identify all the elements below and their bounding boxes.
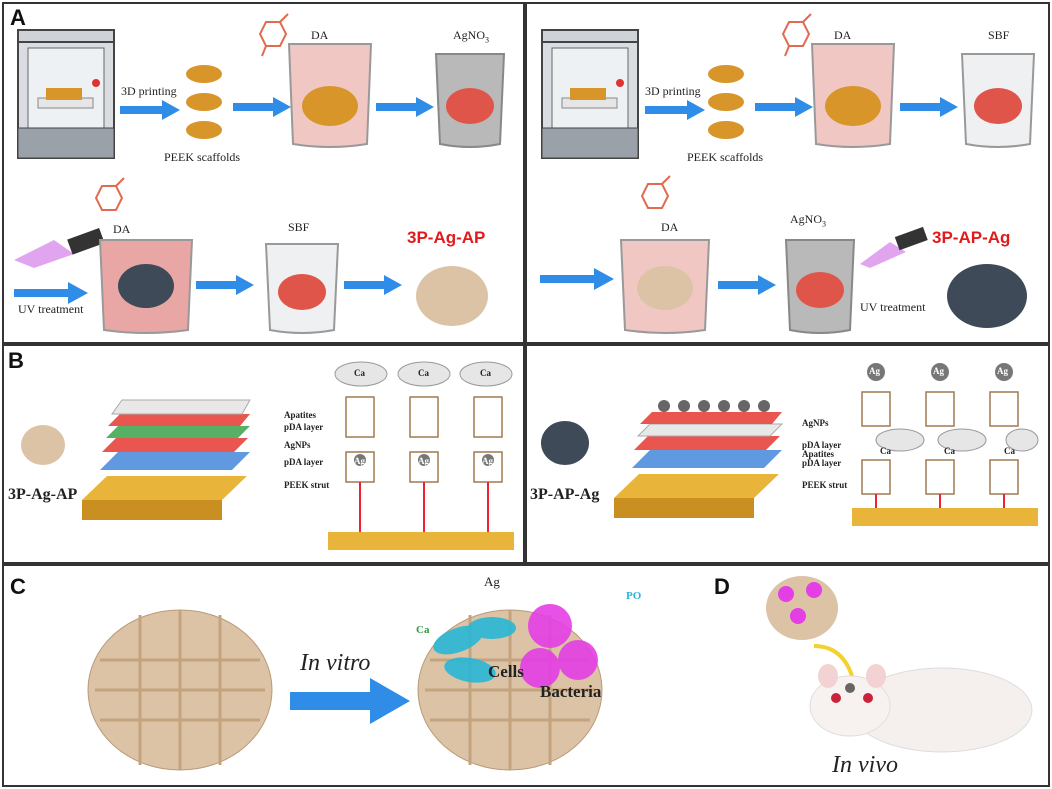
dopamine-molecule-icon (640, 175, 671, 209)
arrow-right-icon (233, 97, 291, 117)
b-left-ca-1: Ca (354, 368, 365, 378)
beaker-sbf (960, 53, 1036, 148)
beaker-agno3 (434, 53, 506, 148)
uv-treatment-label: UV treatment (18, 302, 84, 316)
dopamine-molecule-icon (781, 13, 812, 57)
scaffold-large (87, 609, 273, 771)
b-right-ag-1: Ag (869, 366, 880, 376)
layer-stack-3p-ag-ap (82, 399, 251, 520)
printer-icon (17, 29, 115, 159)
b-left-name: 3P-Ag-AP (8, 486, 78, 503)
b-right-layer-1: AgNPs (802, 418, 829, 428)
beaker-agno3 (784, 239, 856, 334)
b-left-ca-2: Ca (418, 368, 429, 378)
uv-lamp-icon (14, 227, 105, 268)
b-right-layer-3: Apatites (802, 449, 834, 459)
b-right-layer-2: pDA layer (802, 440, 842, 450)
panel-c-letter: C (10, 574, 26, 599)
arrow-right-icon (718, 275, 776, 295)
arrow-right-icon (900, 97, 958, 117)
da-label-2: DA (661, 220, 679, 234)
scaffold-with-cells-bacteria (417, 604, 603, 771)
arrow-right-icon (290, 678, 410, 724)
arrow-right-icon (196, 275, 254, 295)
chemical-structure-3p-ag-ap (328, 361, 514, 550)
in-vivo-label: In vivo (832, 752, 898, 778)
scaffold-beige (416, 266, 488, 326)
da-label: DA (834, 28, 852, 42)
printer-icon (541, 29, 639, 159)
bacteria-label: Bacteria (540, 682, 602, 701)
scaffold-implant-icon (766, 576, 838, 640)
arrow-right-icon (344, 275, 402, 295)
panel-d-letter: D (714, 574, 730, 599)
arrow-right-icon (14, 282, 88, 304)
beaker-da (810, 43, 896, 148)
b-right-layer-4: pDA layer (802, 458, 842, 468)
agno3-label: AgNO3 (790, 212, 826, 229)
cells-icon (433, 617, 516, 683)
b-left-ag-3: Ag (482, 456, 493, 466)
uv-lamp-icon (860, 226, 928, 268)
result-3p-ap-ag-label: 3P-AP-Ag (932, 228, 1011, 247)
bacteria-icon (520, 604, 598, 688)
beaker-uv (98, 239, 194, 334)
b-left-layer-2: pDA layer (284, 422, 324, 432)
panel-a-letter: A (10, 5, 26, 30)
b-left-ag-2: Ag (418, 456, 429, 466)
panel-b-right (525, 344, 1050, 564)
cells-label: Cells (488, 662, 524, 681)
b-left-layer-3: AgNPs (284, 440, 311, 450)
peek-scaffolds-stack (708, 65, 744, 139)
panel-b-letter: B (8, 348, 24, 373)
scaffold-dark (947, 264, 1027, 328)
b-left-ca-3: Ca (480, 368, 491, 378)
sbf-label: SBF (288, 220, 310, 234)
b-right-ca-1: Ca (880, 446, 891, 456)
beaker-sbf (264, 243, 340, 334)
ca-ion-label: Ca (416, 624, 430, 636)
peek-scaffolds-label: PEEK scaffolds (164, 150, 241, 164)
b-right-ag-2: Ag (933, 366, 944, 376)
in-vitro-label: In vitro (300, 650, 371, 676)
dopamine-molecule-icon (94, 177, 125, 211)
b-right-name: 3P-AP-Ag (530, 486, 600, 503)
printing-label: 3D printing (645, 84, 701, 98)
layer-stack-3p-ap-ag (614, 400, 784, 518)
sbf-label: SBF (988, 28, 1010, 42)
b-left-layer-1: Apatites (284, 410, 316, 420)
beaker-da-2 (619, 239, 711, 334)
arrow-right-icon (376, 97, 434, 117)
arrow-right-icon (120, 100, 180, 120)
b-left-layer-5: PEEK strut (284, 480, 330, 490)
arrow-right-icon (645, 100, 705, 120)
peek-scaffolds-label: PEEK scaffolds (687, 150, 764, 164)
b-right-ca-3: Ca (1004, 446, 1015, 456)
result-3p-ag-ap-label: 3P-Ag-AP (407, 228, 486, 247)
b-right-layer-5: PEEK strut (802, 480, 848, 490)
printing-label: 3D printing (121, 84, 177, 98)
ag-ion-label: Ag (484, 574, 500, 589)
da-label: DA (311, 28, 329, 42)
da-label-2: DA (113, 222, 131, 236)
po4-ion-label: PO (626, 590, 642, 602)
dopamine-molecule-icon (258, 13, 289, 57)
peek-scaffolds-stack (186, 65, 222, 139)
arrow-right-icon (755, 97, 813, 117)
scaffold-dark (541, 421, 589, 465)
b-left-layer-4: pDA layer (284, 457, 324, 467)
b-right-ag-3: Ag (997, 366, 1008, 376)
beaker-da (287, 43, 373, 148)
chemical-structure-3p-ap-ag (852, 363, 1039, 526)
arrow-right-icon (540, 268, 614, 290)
uv-treatment-label: UV treatment (860, 300, 926, 314)
agno3-label: AgNO3 (453, 28, 489, 45)
mouse-illustration (809, 664, 1033, 753)
scaffold-beige (21, 425, 65, 465)
b-right-ca-2: Ca (944, 446, 955, 456)
b-left-ag-1: Ag (354, 456, 365, 466)
